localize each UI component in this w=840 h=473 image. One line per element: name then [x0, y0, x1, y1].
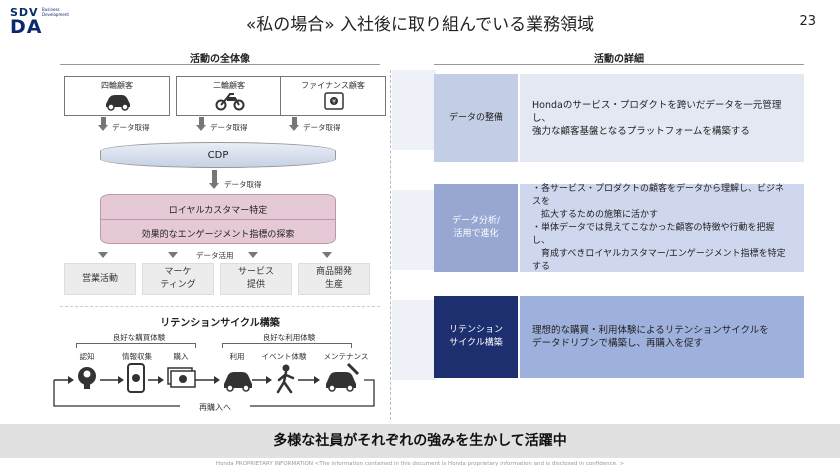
connector-row2 — [392, 190, 436, 270]
footer-notice: Honda PROPRIETARY INFORMATION <The infor… — [215, 461, 625, 467]
loyal-customer-label: ロイヤルカスタマー特定 — [168, 206, 268, 216]
retention-heading: リテンションサイクル構築 — [160, 318, 280, 329]
finance-icon: ¥ — [324, 92, 344, 110]
details-divider — [434, 64, 804, 65]
down-arrow — [98, 125, 108, 131]
detail-label-retention: リテンション サイクル構築 — [434, 296, 518, 378]
retention-cycle-graphic — [53, 362, 375, 407]
section-divider — [60, 306, 380, 307]
cdp-label: CDP — [207, 150, 229, 161]
details-heading: 活動の詳細 — [594, 54, 644, 65]
overview-heading: 活動の全体像 — [190, 54, 250, 65]
car-icon — [106, 95, 130, 111]
step-purchase: 購入 — [173, 352, 189, 361]
cylinder-divider — [101, 219, 335, 220]
step-research: 情報収集 — [122, 352, 152, 361]
customer-label: ファイナンス顧客 — [301, 81, 365, 90]
walking-person-icon — [276, 364, 295, 394]
car-icon — [224, 372, 252, 392]
connector-row3 — [392, 300, 436, 380]
detail-text-retention: 理想的な購買・利用体験によるリテンションサイクルを データドリブンで構築し、再購… — [520, 296, 804, 378]
detail-label-analysis: データ分析/ 活用で進化 — [434, 184, 518, 272]
awareness-icon — [78, 367, 96, 389]
customer-box-moto: 二輪顧客 — [176, 76, 282, 116]
output-sales: 営業活動 — [64, 263, 136, 295]
output-product: 商品開発 生産 — [298, 263, 370, 295]
page-title: «私の場合» 入社後に取り組んでいる業務領域 — [245, 15, 595, 35]
step-awareness: 認知 — [79, 352, 95, 361]
logo-brand-top: SDV — [10, 6, 39, 19]
sdv-da-logo: SDV Business Development DA — [10, 6, 80, 38]
smartphone-icon — [127, 363, 145, 393]
overview-divider — [60, 64, 380, 65]
down-arrow — [248, 252, 258, 258]
step-maintenance: メンテナンス — [323, 352, 369, 361]
column-separator — [390, 70, 391, 420]
arrow-stem — [199, 117, 204, 125]
svg-text:¥: ¥ — [332, 99, 336, 106]
motorcycle-icon — [215, 93, 245, 111]
detail-text-data-prep: Hondaのサービス・プロダクトを跨いだデータを一元管理し、 強力な顧客基盤とな… — [520, 74, 804, 162]
logo-tag: Business Development — [42, 7, 69, 17]
arrow-stem — [101, 117, 106, 125]
step-use: 利用 — [229, 352, 245, 361]
page-number: 23 — [799, 14, 816, 29]
arrow-stem — [292, 117, 297, 125]
detail-text-analysis: ・各サービス・プロダクトの顧客をデータから理解し、ビジネスを 拡大するための施策… — [520, 184, 804, 272]
connector-row1 — [392, 70, 436, 150]
down-arrow — [322, 252, 332, 258]
down-arrow — [209, 183, 219, 189]
data-acquire-label: データ取得 — [303, 123, 341, 132]
maintenance-icon — [326, 362, 360, 392]
output-marketing: マーケ ティング — [142, 263, 214, 295]
repurchase-label: 再購入へ — [180, 402, 250, 413]
down-arrow — [289, 125, 299, 131]
logo-brand-bottom: DA — [10, 16, 43, 38]
data-acquire-label: データ取得 — [210, 123, 248, 132]
cash-icon — [167, 367, 196, 388]
data-acquire-label-2: データ取得 — [224, 180, 262, 189]
cdp-platform: CDP — [100, 142, 336, 168]
data-use-label: データ活用 — [196, 251, 234, 260]
data-acquire-label: データ取得 — [112, 123, 150, 132]
arrow-stem — [212, 170, 217, 183]
analysis-cylinder: ロイヤルカスタマー特定 効果的なエンゲージメント指標の探索 — [100, 194, 336, 244]
good-purchase-label: 良好な購買体験 — [112, 333, 166, 342]
connector-shapes — [392, 70, 436, 380]
engagement-label: 効果的なエンゲージメント指標の探索 — [141, 230, 295, 240]
cycle-arrows — [53, 376, 375, 407]
good-usage-label: 良好な利用体験 — [262, 333, 316, 342]
customer-label: 二輪顧客 — [213, 81, 245, 90]
customer-label: 四輪顧客 — [101, 81, 133, 90]
output-service: サービス 提供 — [220, 263, 292, 295]
customer-box-auto: 四輪顧客 — [64, 76, 170, 116]
detail-label-data-prep: データの整備 — [434, 74, 518, 162]
customer-box-finance: ファイナンス顧客 ¥ — [280, 76, 386, 116]
step-event: イベント体験 — [261, 352, 307, 361]
bottom-banner: 多様な社員がそれぞれの強みを生かして活躍中 — [0, 424, 840, 458]
usage-bracket — [222, 343, 352, 348]
purchase-bracket — [76, 343, 196, 348]
down-arrow — [196, 125, 206, 131]
down-arrow — [98, 252, 108, 258]
down-arrow — [168, 252, 178, 258]
